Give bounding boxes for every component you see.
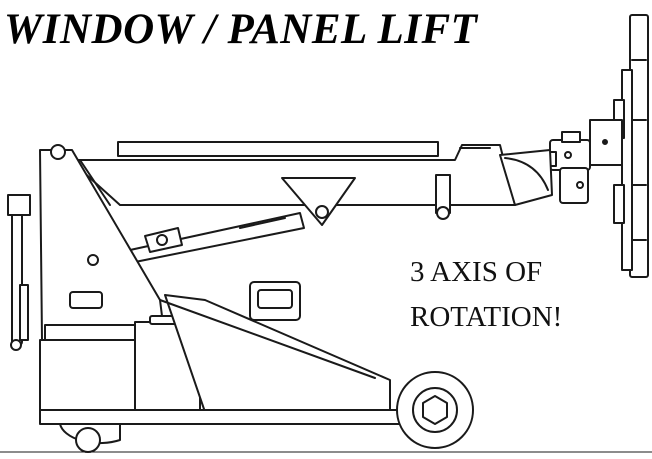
page-title: WINDOW / PANEL LIFT — [4, 6, 478, 53]
hydraulic-cylinder — [130, 213, 304, 262]
control-handle — [8, 195, 30, 350]
mast-column — [40, 145, 165, 340]
rear-wheel — [60, 424, 120, 452]
boom-arm — [70, 142, 552, 225]
callout-line-2: ROTATION! — [410, 301, 563, 333]
rotation-head — [548, 132, 590, 203]
vacuum-frame — [590, 70, 632, 270]
rotation-callout: 3 AXIS OF ROTATION! — [410, 250, 562, 340]
front-wheel — [397, 372, 473, 448]
callout-line-1: 3 AXIS OF — [410, 256, 543, 288]
chassis — [40, 282, 410, 424]
